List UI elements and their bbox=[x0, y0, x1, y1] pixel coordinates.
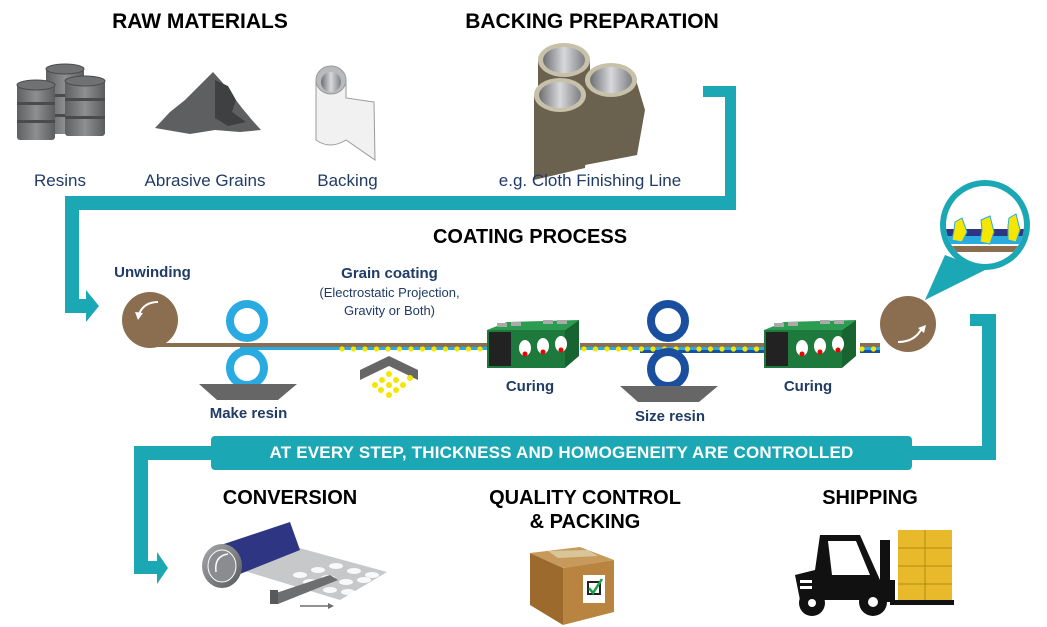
grain-particle bbox=[581, 346, 587, 352]
grain-particle bbox=[373, 346, 380, 352]
grain-particle bbox=[431, 346, 437, 352]
quality-control-title-line2: & PACKING bbox=[529, 511, 641, 533]
grain-coating-detail-line1: (Electrostatic Projection, bbox=[319, 285, 460, 300]
flow-path-segment bbox=[900, 446, 996, 460]
grain-particle bbox=[350, 346, 357, 352]
quality-control-title-line1: QUALITY CONTROL bbox=[489, 487, 681, 509]
paper-roll-icon bbox=[315, 65, 376, 161]
resins-label: Resins bbox=[34, 171, 86, 190]
flow-path-segment bbox=[703, 86, 736, 97]
grain-coating-detail-line2: Gravity or Both) bbox=[343, 303, 436, 318]
flow-path-segment bbox=[65, 299, 87, 313]
grain-particle bbox=[604, 346, 610, 352]
size-resin-label: Size resin bbox=[634, 408, 706, 425]
conversion-title: CONVERSION bbox=[222, 487, 358, 509]
grain-particle bbox=[592, 346, 599, 352]
oil-drums-icon bbox=[16, 63, 106, 140]
magnifier-callout bbox=[925, 180, 1030, 300]
grain-particle bbox=[859, 346, 865, 352]
rewind-roll-icon bbox=[880, 296, 936, 352]
backing-preparation-title: BACKING PREPARATION bbox=[465, 10, 719, 33]
grain-particle bbox=[615, 346, 622, 352]
grain-particle bbox=[684, 346, 691, 352]
grain-particle bbox=[408, 346, 414, 352]
size-resin-roller-icon bbox=[620, 300, 718, 402]
grain-pile-icon bbox=[155, 72, 261, 134]
forklift-icon bbox=[795, 530, 954, 616]
curing-label-2: Curing bbox=[783, 378, 833, 395]
make-resin-roller-icon bbox=[199, 300, 297, 400]
flow-path-segment bbox=[982, 314, 996, 460]
cross-section-detail bbox=[946, 213, 1024, 252]
raw-materials-title: RAW MATERIALS bbox=[112, 10, 288, 33]
grain-particle bbox=[477, 346, 483, 352]
flow-path-segment bbox=[134, 446, 224, 460]
backing-label: Backing bbox=[317, 171, 378, 190]
checked-box-icon bbox=[530, 547, 614, 625]
flow-path-segment bbox=[65, 196, 736, 210]
grain-particle bbox=[638, 346, 645, 352]
curing-oven-icon bbox=[487, 320, 579, 368]
quality-banner: AT EVERY STEP, THICKNESS AND HOMOGENEITY… bbox=[211, 436, 912, 470]
arrow-right-icon bbox=[157, 552, 168, 584]
curing-label-1: Curing bbox=[505, 378, 555, 395]
grain-particle bbox=[465, 346, 472, 352]
coating-process-title: COATING PROCESS bbox=[432, 226, 628, 248]
flow-path-segment bbox=[65, 196, 79, 313]
flow-path bbox=[65, 86, 996, 584]
grain-particle bbox=[442, 346, 449, 352]
flow-path-segment bbox=[134, 446, 148, 574]
grain-particle bbox=[696, 346, 702, 352]
conversion-roller-icon bbox=[202, 522, 387, 609]
flow-path-segment bbox=[134, 561, 158, 574]
grain-particle bbox=[719, 346, 725, 352]
unwind-roll-icon bbox=[122, 292, 178, 348]
unwinding-label: Unwinding bbox=[114, 264, 191, 281]
cloth-finishing-line-label: e.g. Cloth Finishing Line bbox=[498, 171, 682, 190]
grain-coating-label: Grain coating bbox=[341, 265, 438, 282]
grain-particle bbox=[385, 346, 391, 352]
grain-particle bbox=[707, 346, 714, 352]
grain-particle bbox=[627, 346, 633, 352]
make-resin-label: Make resin bbox=[209, 405, 288, 422]
arrow-right-icon bbox=[86, 290, 99, 322]
curing-oven-icon bbox=[764, 320, 856, 368]
grain-particle bbox=[454, 346, 460, 352]
grain-particle bbox=[753, 346, 760, 352]
grain-particle bbox=[419, 346, 426, 352]
shipping-title: SHIPPING bbox=[822, 487, 918, 509]
grain-hopper-icon bbox=[360, 356, 418, 398]
grain-particle bbox=[396, 346, 403, 352]
grain-particle bbox=[730, 346, 737, 352]
grain-particle bbox=[870, 346, 877, 352]
grain-particle bbox=[362, 346, 368, 352]
flow-path-segment bbox=[725, 86, 736, 210]
grain-particle bbox=[339, 346, 345, 352]
cloth-rolls-icon bbox=[534, 43, 645, 180]
grain-particle bbox=[742, 346, 748, 352]
abrasive-grains-label: Abrasive Grains bbox=[144, 171, 266, 190]
grain-particle bbox=[650, 346, 656, 352]
